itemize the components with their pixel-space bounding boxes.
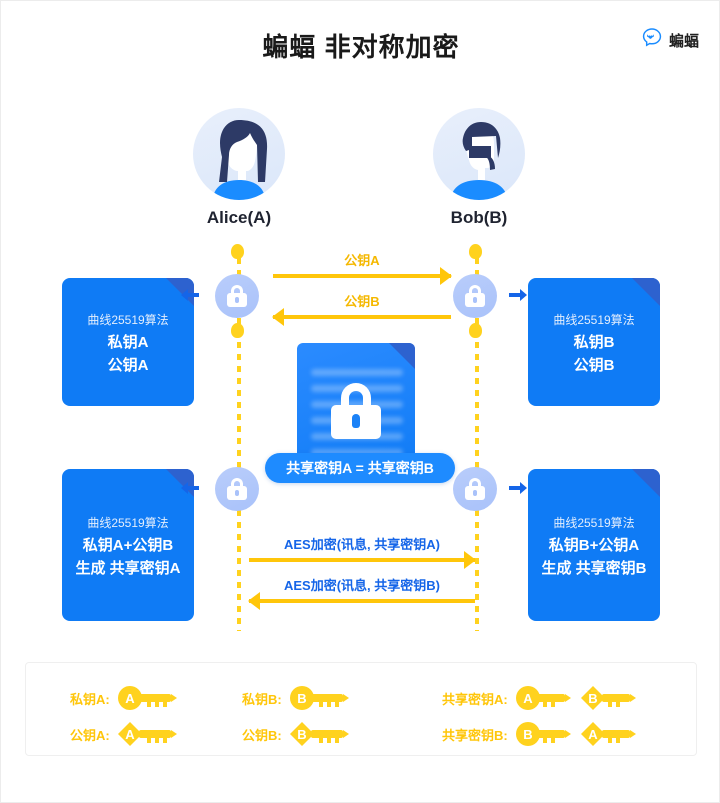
- arrow-line: [249, 558, 475, 562]
- person-name-alice: Alice(A): [206, 208, 272, 227]
- page-fold-corner: [389, 343, 415, 369]
- legend-label: 共享密钥B:: [442, 727, 508, 743]
- message-label: 公钥A: [344, 253, 380, 268]
- card-line-1: 私钥B: [573, 334, 615, 351]
- svg-text:B: B: [523, 727, 532, 742]
- arrow-left-icon: [179, 287, 201, 307]
- key-diamond-b-icon: B: [580, 685, 638, 711]
- legend-item-shared-b: 共享密钥B: B A: [442, 721, 638, 747]
- card-line-2: 公钥B: [573, 356, 615, 374]
- rail-bulb-alice-mid: [231, 323, 244, 338]
- card-algorithm: 曲线25519算法: [553, 313, 635, 327]
- card-algorithm: 曲线25519算法: [87, 313, 169, 327]
- legend-label: 私钥A:: [70, 691, 110, 707]
- message-label: AES加密(讯息, 共享密钥B): [283, 578, 440, 593]
- card-bob-shared: 曲线25519算法 私钥B+公钥A 生成 共享密钥B: [528, 469, 660, 621]
- card-line-1: 私钥A: [107, 334, 149, 351]
- legend-label: 公钥A:: [70, 727, 110, 743]
- brand-name: 蝙蝠: [668, 33, 699, 50]
- key-round-a-icon: A: [515, 685, 573, 711]
- card-algorithm: 曲线25519算法: [553, 516, 635, 530]
- brand-logo: 蝙蝠: [641, 27, 699, 54]
- key-round-a-icon: A: [117, 685, 179, 711]
- card-line-2: 生成 共享密钥A: [75, 559, 181, 577]
- padlock-icon: [215, 274, 259, 318]
- card-algorithm: 曲线25519算法: [87, 516, 169, 530]
- rail-bulb-bob-top: [469, 244, 482, 259]
- female-avatar-icon: [193, 108, 285, 200]
- timeline-rail-bob: [475, 246, 479, 631]
- arrow-right-icon: [507, 287, 529, 307]
- card-line-2: 生成 共享密钥B: [541, 559, 647, 577]
- rail-bulb-alice-top: [231, 244, 244, 259]
- arrow-line: [273, 315, 451, 319]
- legend-label: 私钥B:: [242, 691, 282, 707]
- legend-item-private-a: 私钥A: A: [70, 685, 179, 711]
- message-label: 公钥B: [344, 294, 380, 309]
- key-round-b-icon: B: [515, 721, 573, 747]
- padlock-icon: [453, 274, 497, 318]
- svg-text:A: A: [125, 727, 135, 742]
- padlock-icon: [453, 467, 497, 511]
- svg-text:A: A: [125, 691, 135, 706]
- page-title: 蝙蝠 非对称加密: [262, 32, 460, 62]
- card-alice-shared: 曲线25519算法 私钥A+公钥B 生成 共享密钥A: [62, 469, 194, 621]
- person-name-bob: Bob(B): [450, 208, 508, 227]
- card-line-1: 私钥A+公钥B: [82, 537, 174, 554]
- legend-item-public-b: 公钥B: B: [242, 721, 351, 747]
- arrow-head-right-icon: [464, 551, 476, 569]
- key-diamond-b-icon: B: [289, 721, 351, 747]
- svg-text:B: B: [297, 727, 306, 742]
- legend-item-private-b: 私钥B: B: [242, 685, 351, 711]
- key-round-b-icon: B: [289, 685, 351, 711]
- arrow-left-icon: [179, 480, 201, 500]
- legend-label: 共享密钥A:: [442, 691, 508, 707]
- card-line-2: 公钥A: [107, 356, 149, 374]
- svg-text:A: A: [523, 691, 533, 706]
- svg-text:B: B: [297, 691, 306, 706]
- arrow-head-right-icon: [440, 267, 452, 285]
- legend-label: 公钥B:: [242, 727, 282, 743]
- header: 蝙蝠 非对称加密 蝙蝠: [1, 1, 719, 89]
- padlock-icon: [215, 467, 259, 511]
- big-padlock-icon: [331, 383, 381, 439]
- arrow-line: [249, 599, 475, 603]
- person-bob: Bob(B): [431, 108, 527, 228]
- card-alice-keys: 曲线25519算法 私钥A 公钥A: [62, 278, 194, 406]
- legend-box: 私钥A: A 私钥B:: [25, 662, 697, 756]
- key-diamond-a-icon: A: [580, 721, 638, 747]
- person-alice: Alice(A): [191, 108, 287, 228]
- legend-item-shared-a: 共享密钥A: A B: [442, 685, 638, 711]
- message-label: AES加密(讯息, 共享密钥A): [283, 537, 440, 552]
- arrow-right-icon: [507, 480, 529, 500]
- svg-text:B: B: [588, 691, 597, 706]
- arrow-head-left-icon: [248, 592, 260, 610]
- arrow-line: [273, 274, 451, 278]
- legend-item-public-a: 公钥A: A: [70, 721, 179, 747]
- card-bob-keys: 曲线25519算法 私钥B 公钥B: [528, 278, 660, 406]
- arrow-head-left-icon: [272, 308, 284, 326]
- bat-speech-bubble-icon: [641, 27, 663, 54]
- rail-bulb-bob-mid: [469, 323, 482, 338]
- male-avatar-icon: [433, 108, 525, 200]
- timeline-rail-alice: [237, 246, 241, 631]
- svg-text:A: A: [588, 727, 598, 742]
- card-line-1: 私钥B+公钥A: [548, 537, 640, 554]
- key-diamond-a-icon: A: [117, 721, 179, 747]
- shared-key-banner: 共享密钥A = 共享密钥B: [265, 453, 455, 483]
